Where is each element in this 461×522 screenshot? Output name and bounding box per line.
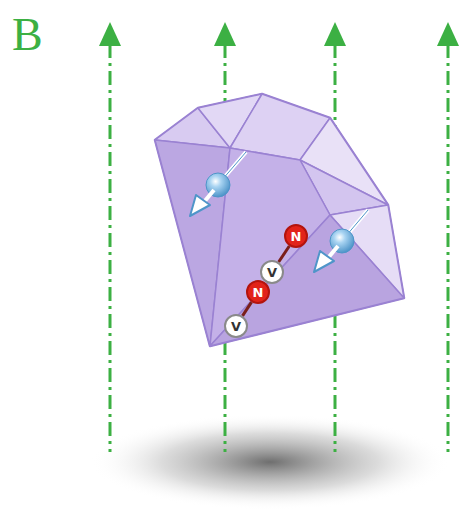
spin-2 — [314, 210, 368, 272]
atom-letter: N — [291, 230, 302, 243]
shadow — [90, 414, 450, 510]
spin-1 — [190, 152, 246, 216]
nitrogen-circle: N — [246, 280, 270, 304]
atom-letter: N — [253, 286, 264, 299]
nitrogen-circle: N — [284, 224, 308, 248]
atom-letter: V — [231, 320, 241, 333]
nv-bond — [243, 302, 252, 316]
atom-letter: V — [267, 266, 277, 279]
nv-bond — [279, 246, 290, 262]
diamond-crystal — [155, 94, 404, 346]
field-lines — [110, 44, 448, 452]
field-label: B — [12, 12, 43, 58]
field-arrowheads — [99, 22, 459, 46]
vacancy-circle: V — [224, 314, 248, 338]
